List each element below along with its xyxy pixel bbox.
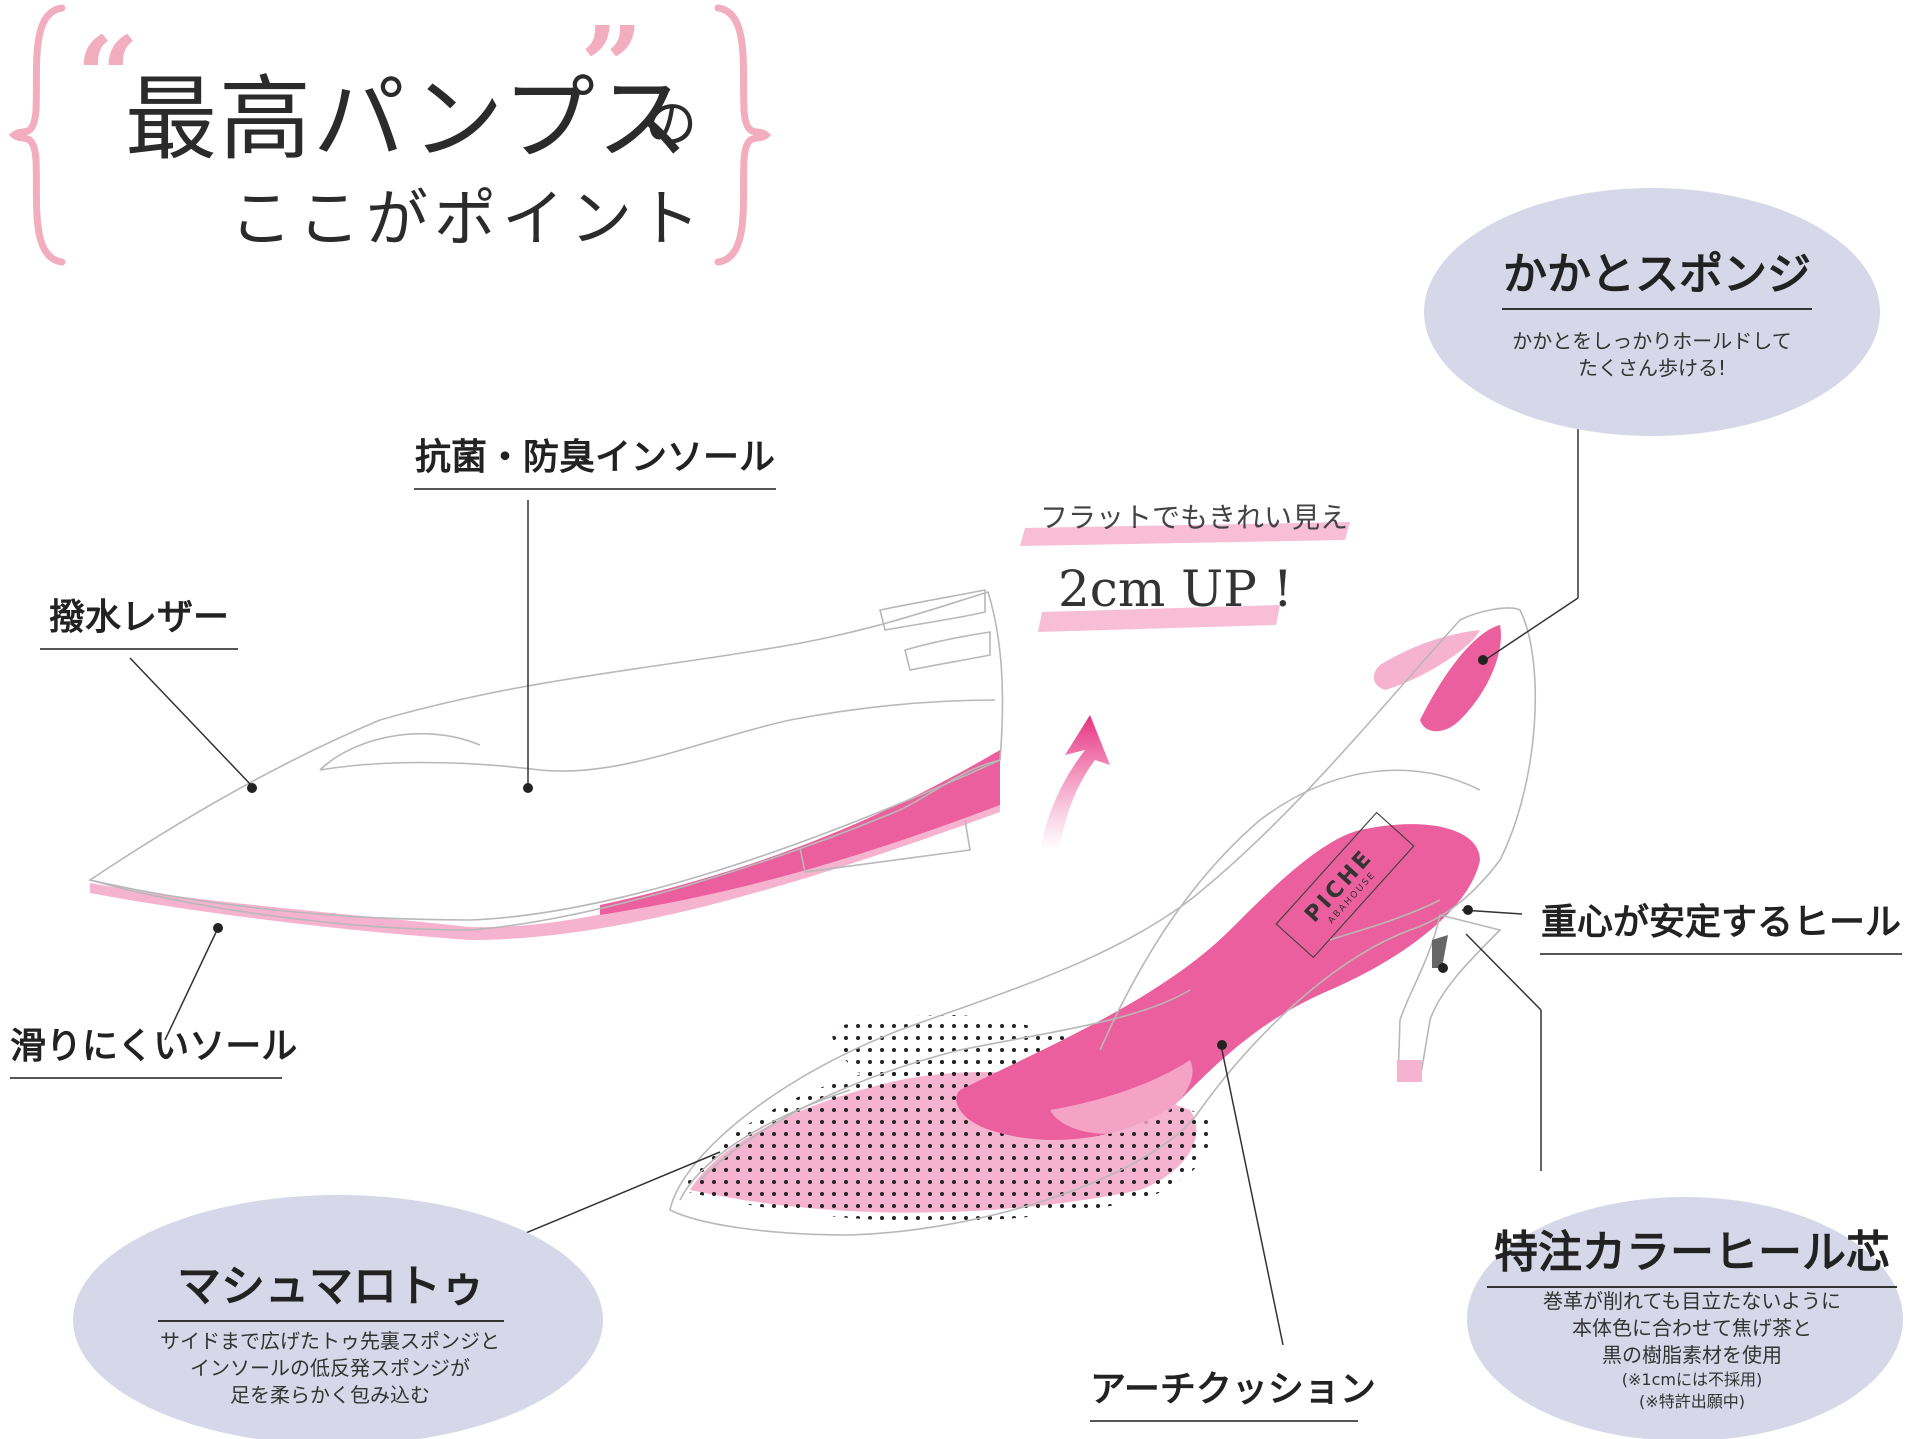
heel-core-line: 巻革が削れても目立たないように: [1543, 1289, 1841, 1313]
flat-shoe: [88, 589, 1004, 940]
pump-shoe: [669, 607, 1537, 1236]
heel-core-note: (※1cmには不採用): [1621, 1370, 1763, 1389]
label-non-slip-sole: 滑りにくいソール: [10, 1017, 297, 1079]
open-quote: “: [76, 12, 140, 141]
up-arrow-icon: [1040, 715, 1110, 850]
value-highlight: [1038, 605, 1280, 632]
close-quote: ”: [580, 2, 644, 131]
heel-cup-pink: [1420, 625, 1501, 732]
flat-sole-pink: [90, 768, 1000, 940]
right-brace: [714, 4, 772, 266]
heel-core-bubble: [1467, 1197, 1903, 1439]
page-subtitle: ここがポイント: [230, 182, 707, 255]
heel-sponge-text: かかとをしっかりホールドして たくさん歩ける!: [1452, 328, 1852, 382]
heel-cup-light: [1373, 630, 1480, 690]
height-value: 2cm UP !: [1058, 560, 1293, 618]
heel-sponge-bubble: [1424, 188, 1880, 436]
label-stable-heel: 重心が安定するヒール: [1540, 893, 1902, 955]
insole-pink: [956, 824, 1480, 1140]
insole-brand-box: [1275, 811, 1415, 959]
marshmallow-toe-bubble: [73, 1195, 603, 1439]
label-water-repellent-leather: 撥水レザー: [40, 588, 238, 650]
title-particle: の: [645, 95, 698, 155]
caption-highlight: [1020, 522, 1350, 546]
heel-core-note: (※特許出願中): [1639, 1392, 1745, 1411]
leader-dots: [213, 655, 1488, 1050]
heel-core-text: 巻革が削れても目立たないように 本体色に合わせて焦げ茶と 黒の樹脂素材を使用 (…: [1487, 1288, 1897, 1413]
heel-core-line: 黒の樹脂素材を使用: [1602, 1343, 1782, 1367]
marshmallow-toe-line: サイドまで広げたトゥ先裏スポンジと: [160, 1329, 500, 1353]
page-title: 最高パンプス: [125, 66, 691, 173]
marshmallow-toe-line: 足を柔らかく包み込む: [230, 1383, 430, 1407]
heel-core-gray: [1432, 935, 1448, 968]
marshmallow-toe-line: インソールの低反発スポンジが: [190, 1356, 470, 1380]
insole-light: [1050, 1060, 1193, 1134]
marshmallow-toe-text: サイドまで広げたトゥ先裏スポンジと インソールの低反発スポンジが 足を柔らかく包…: [100, 1328, 560, 1409]
leader-lines: [129, 422, 1579, 1346]
height-caption: フラットでもきれい見え: [1040, 501, 1349, 534]
heel-tip-pink: [1397, 1060, 1422, 1082]
marshmallow-toe-title: マシュマロトゥ: [158, 1250, 504, 1322]
left-brace: [8, 4, 66, 266]
heel-sponge-line: たくさん歩ける!: [1577, 356, 1727, 380]
heel-sponge-title: かかとスポンジ: [1502, 238, 1812, 310]
heel-sponge-line: かかとをしっかりホールドして: [1512, 329, 1792, 353]
heel-core-line: 本体色に合わせて焦げ茶と: [1572, 1316, 1812, 1340]
label-arch-cushion: アーチクッション: [1090, 1360, 1376, 1422]
heel-core-title: 特注カラーヒール芯: [1487, 1216, 1897, 1288]
label-antibacterial-insole: 抗菌・防臭インソール: [414, 428, 776, 490]
